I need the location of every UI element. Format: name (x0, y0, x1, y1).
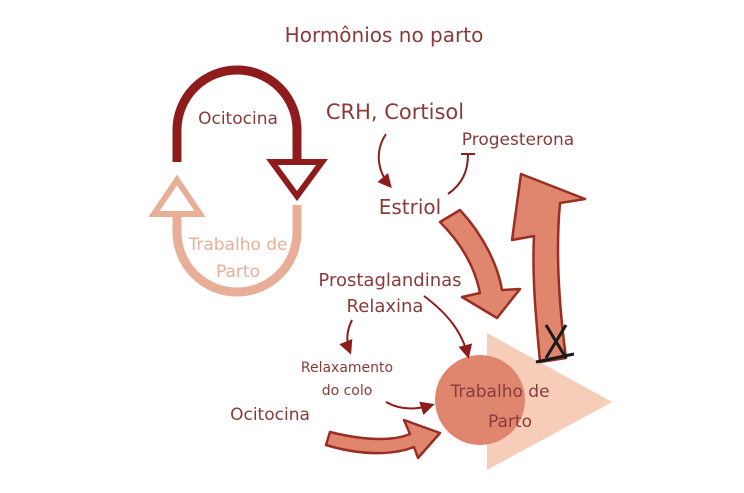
prostaglandinas-label: Prostaglandinas (318, 270, 461, 291)
relaxamento-to-circle-arrow (385, 401, 435, 416)
ocitocina-big-arrow (324, 418, 442, 460)
loop-up-arrowhead (148, 174, 206, 217)
estriol-big-arrow (438, 208, 522, 320)
loop-top-arc (172, 65, 302, 162)
progesterona-inhibits-estriol (447, 153, 469, 195)
inhibition-x-icon (535, 324, 575, 364)
loop-bottom-label-line2: Parto (216, 262, 260, 282)
center-label-line2: Parto (488, 412, 532, 432)
center-label-line1: Trabalho de (449, 382, 549, 402)
crh-cortisol-label: CRH, Cortisol (326, 100, 464, 124)
relaxina-to-relaxamento-arrow (339, 319, 353, 355)
progesterona-label: Progesterona (462, 130, 574, 150)
relaxamento-label-line2: do colo (322, 383, 373, 399)
ocitocina-label: Ocitocina (230, 405, 310, 425)
relaxamento-label-line1: Relaxamento (301, 360, 393, 376)
upward-big-arrow (510, 172, 587, 364)
loop-down-arrowhead (266, 159, 328, 202)
loop-bottom-arc (172, 205, 302, 297)
prostaglandinas-to-circle-arrow (423, 295, 473, 359)
loop-bottom-label-line1: Trabalho de (187, 235, 287, 255)
crh-to-estriol-arrow (377, 133, 392, 189)
diagram-title: Hormônios no parto (285, 23, 484, 47)
loop-top-label: Ocitocina (198, 109, 278, 129)
relaxina-label: Relaxina (347, 296, 424, 317)
estriol-label: Estriol (379, 195, 441, 219)
labor-triangle (487, 333, 612, 470)
labor-circle (435, 355, 525, 445)
